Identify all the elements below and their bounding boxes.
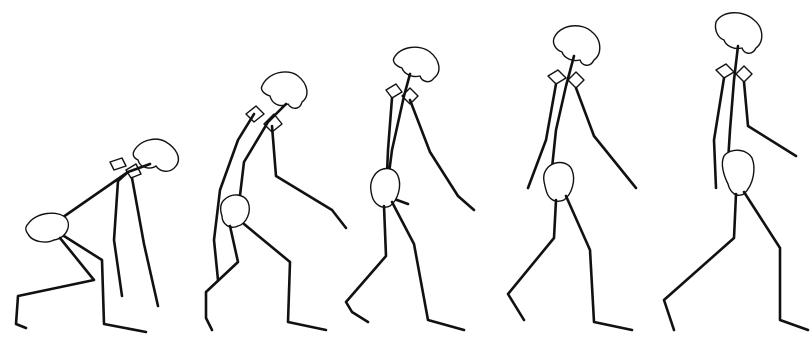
clavicle-right-5 xyxy=(736,66,752,82)
spine-5 xyxy=(728,46,738,162)
arm-right-3 xyxy=(410,100,474,210)
pelvis-4 xyxy=(544,163,574,202)
leg-left-3 xyxy=(346,206,386,322)
clavicle-left-3 xyxy=(386,84,402,98)
arm-right-1 xyxy=(132,178,158,306)
arm-right-5 xyxy=(744,82,796,156)
clavicle-left-4 xyxy=(548,70,566,84)
leg-right-4 xyxy=(566,196,632,330)
skeleton-figure-5 xyxy=(664,13,808,330)
skeleton-figure-4 xyxy=(508,26,636,330)
leg-right-3 xyxy=(392,202,464,330)
leg-right-5 xyxy=(744,192,808,330)
skeleton-figure-2 xyxy=(206,72,346,330)
clavicle-left-1 xyxy=(110,158,126,170)
pelvis-5 xyxy=(722,150,754,195)
arm-right-4 xyxy=(576,88,636,188)
clavicle-left-5 xyxy=(716,64,734,78)
pelvis-1 xyxy=(26,213,69,242)
leg-left-5 xyxy=(664,194,736,330)
skeleton-figure-1 xyxy=(16,139,178,332)
arm-right-2 xyxy=(272,126,346,228)
skull-3 xyxy=(393,47,438,81)
skull-4 xyxy=(553,26,599,66)
pelvis-2 xyxy=(221,195,250,227)
leg-left-4 xyxy=(508,200,556,320)
leg-left-2 xyxy=(206,226,238,330)
skeleton-figure-3 xyxy=(346,47,474,330)
skull-2 xyxy=(261,72,306,108)
pelvis-3 xyxy=(371,169,400,208)
leg-left-1 xyxy=(16,238,94,328)
leg-right-2 xyxy=(244,224,326,330)
arm-left-1 xyxy=(114,181,122,296)
